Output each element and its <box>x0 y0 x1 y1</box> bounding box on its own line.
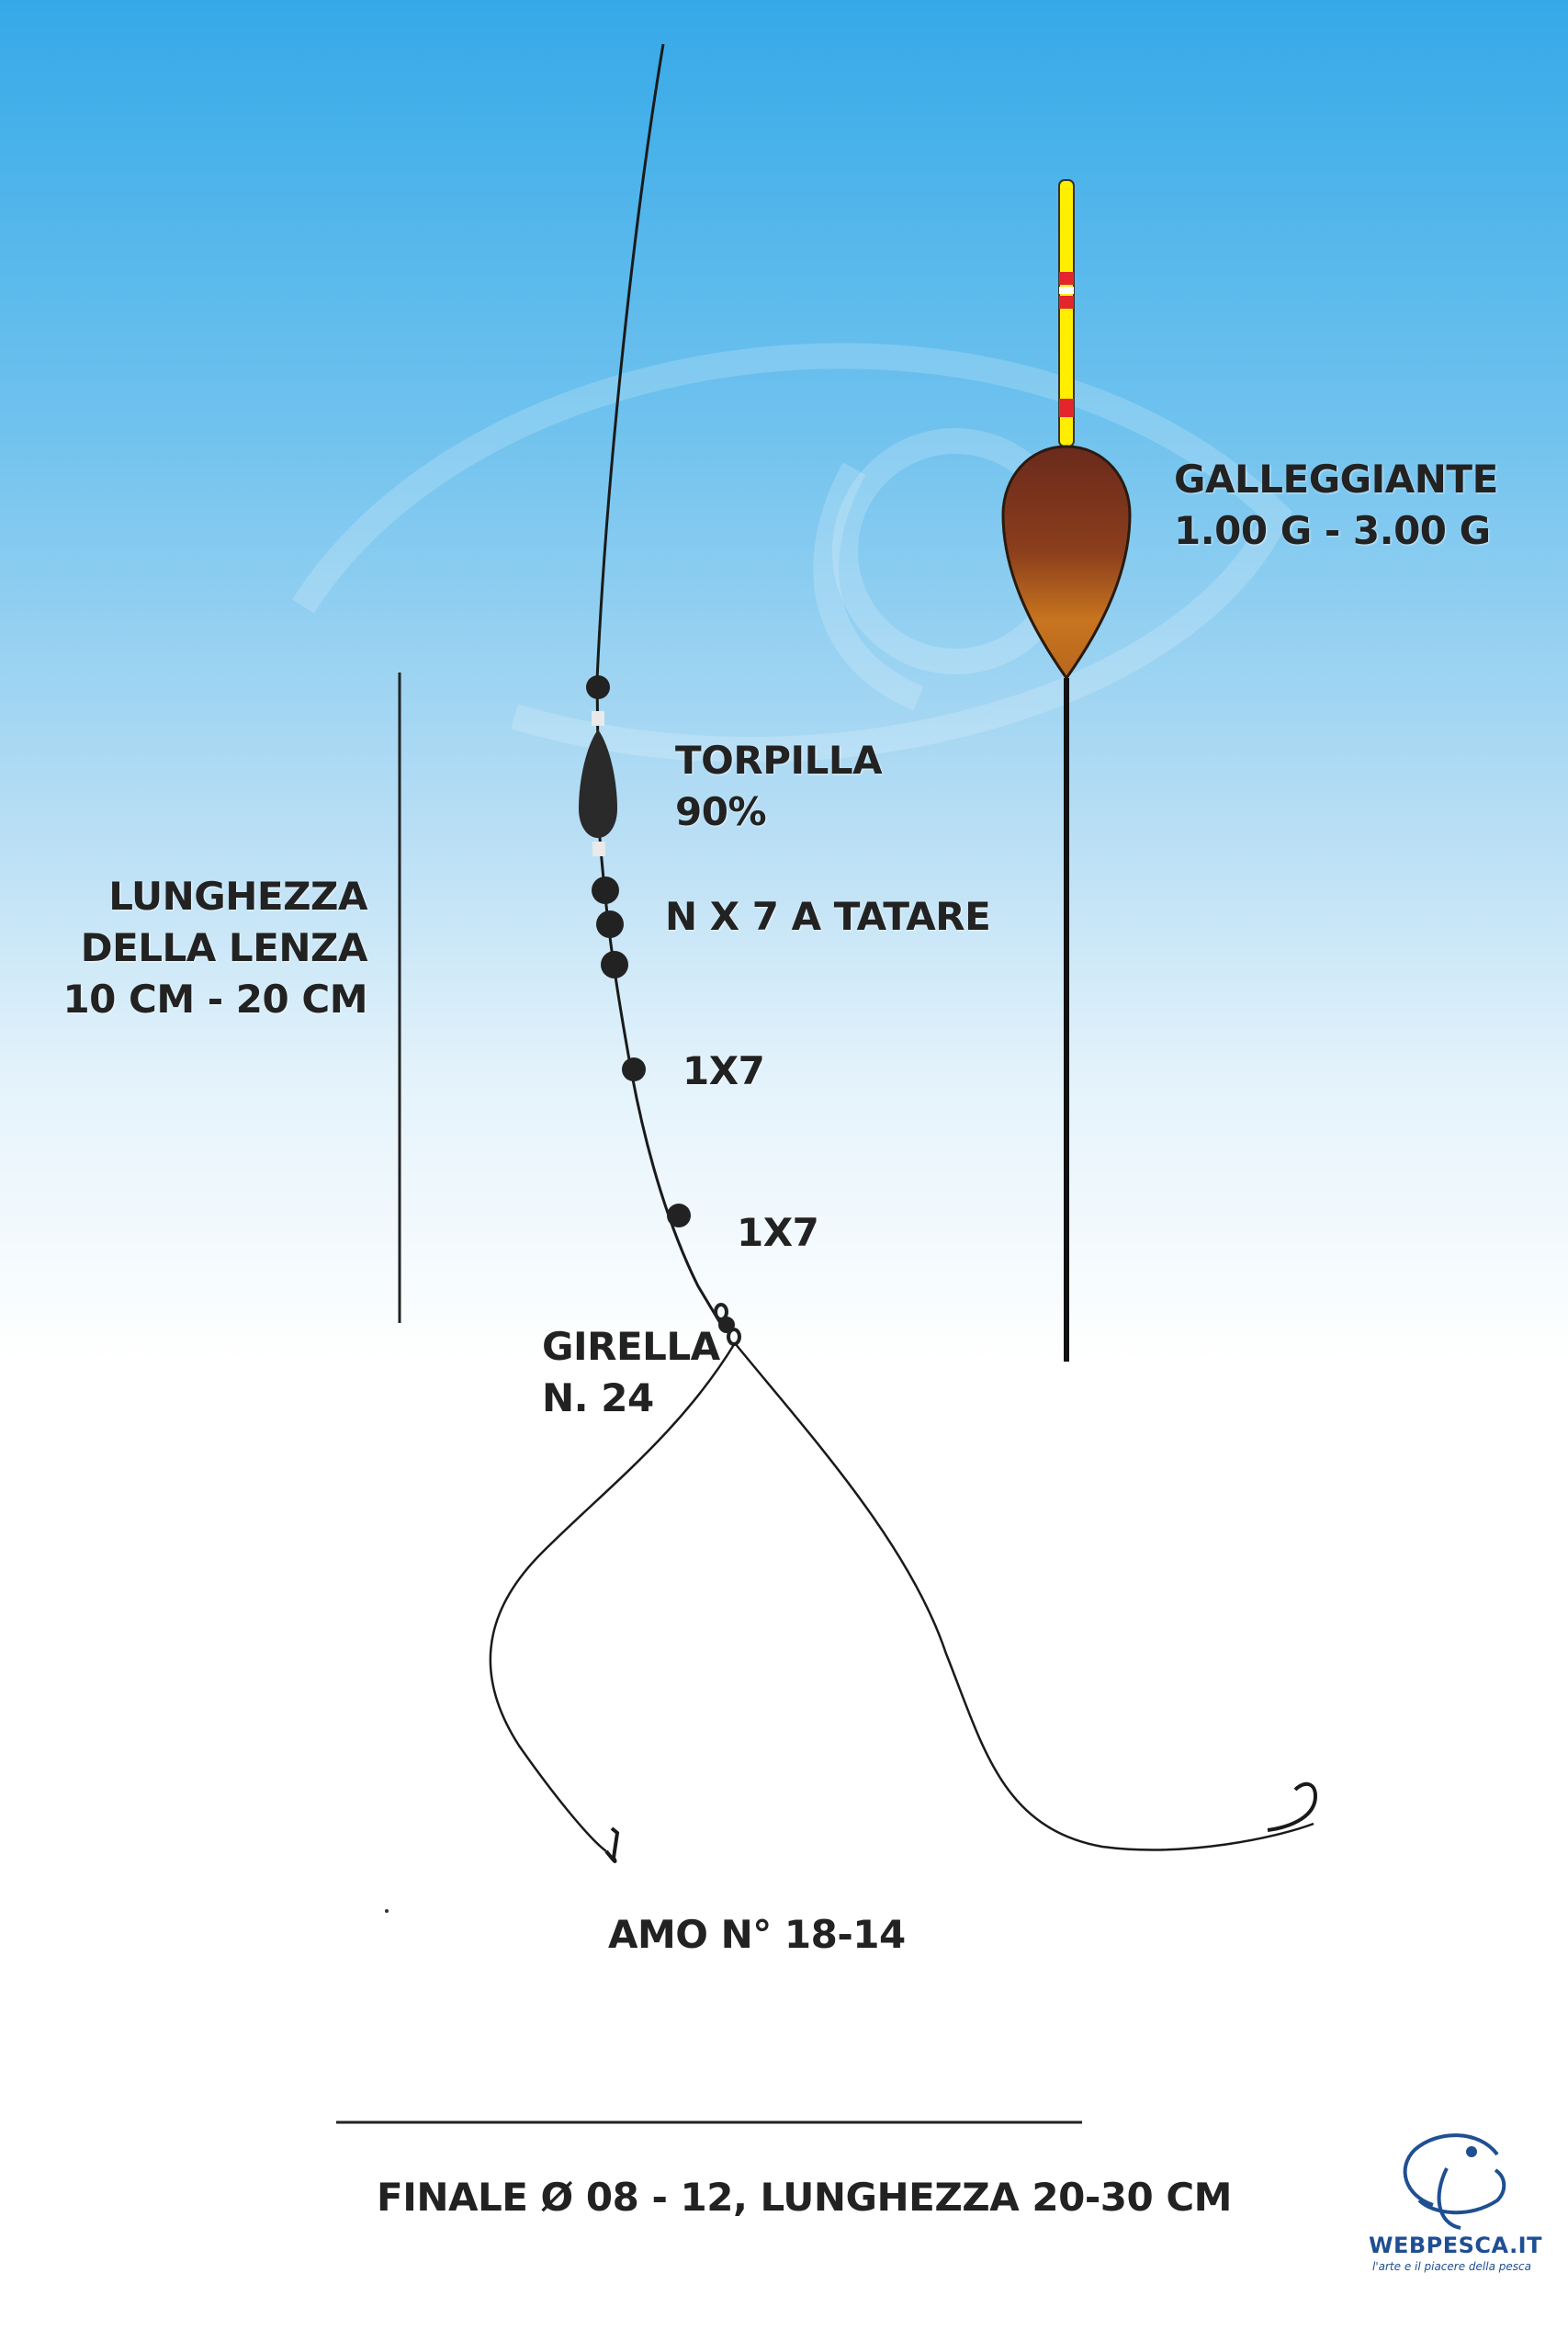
shot-1x7-lower-label: 1X7 <box>737 1210 819 1255</box>
shot-cluster-1 <box>592 876 619 904</box>
watermark-eye-icon <box>292 343 1292 763</box>
line-length-label-2: DELLA LENZA <box>80 925 368 970</box>
shot-1x7-lower <box>667 1204 691 1227</box>
float-galleggiante <box>1001 179 1132 1362</box>
hook-left-icon <box>604 1826 620 1863</box>
line-length-label-1: LUNGHEZZA <box>108 874 367 919</box>
logo-name: WEBPESCA.IT <box>1369 2233 1542 2258</box>
shot-1x7-upper <box>622 1057 646 1081</box>
hook-length-right <box>734 1342 1314 1851</box>
swivel-label-size: N. 24 <box>542 1375 654 1420</box>
main-line <box>595 43 728 1333</box>
shot-cluster-label: N X 7 A TATARE <box>665 894 991 939</box>
float-label-name: GALLEGGIANTE <box>1174 457 1498 502</box>
swivel-label-name: GIRELLA <box>542 1324 720 1369</box>
shot-cluster-3 <box>601 951 628 978</box>
hook-length-left <box>489 1342 737 1852</box>
silicone-sleeve <box>592 711 604 726</box>
float-label: GALLEGGIANTE 1.00 G - 3.00 G <box>1174 454 1498 557</box>
torpilla-olive <box>579 729 617 838</box>
shot-cluster-2 <box>596 910 624 938</box>
hook-right-icon <box>1267 1781 1318 1832</box>
logo-tagline: l'arte e il piacere della pesca <box>1372 2260 1531 2273</box>
hook-size-label: AMO N° 18-14 <box>608 1912 906 1957</box>
torpilla-label-percent: 90% <box>675 789 767 834</box>
line-length-label: LUNGHEZZA DELLA LENZA 10 CM - 20 CM <box>46 871 367 1025</box>
finale-label: FINALE Ø 08 - 12, LUNGHEZZA 20-30 CM <box>377 2175 1232 2220</box>
fish-hook-logo-icon <box>1403 2133 1506 2230</box>
float-label-weight: 1.00 G - 3.00 G <box>1174 508 1491 553</box>
line-length-label-3: 10 CM - 20 CM <box>62 977 367 1022</box>
silicone-sleeve-lower <box>592 842 605 856</box>
torpilla-label: TORPILLA 90% <box>675 735 883 838</box>
stop-shot <box>586 675 610 699</box>
swivel-label: GIRELLA N. 24 <box>542 1321 720 1424</box>
torpilla-label-name: TORPILLA <box>675 738 883 783</box>
stray-mark <box>385 1909 389 1913</box>
shot-1x7-upper-label: 1X7 <box>682 1048 765 1093</box>
